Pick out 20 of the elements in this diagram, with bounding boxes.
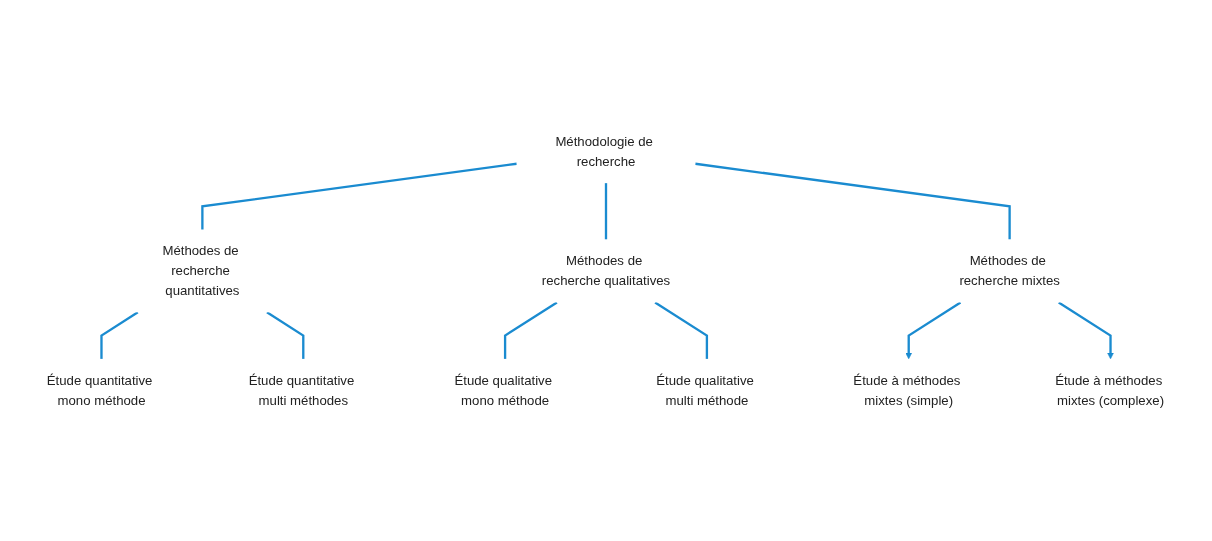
arrow xyxy=(905,300,962,359)
connector xyxy=(503,300,558,359)
connector xyxy=(266,310,305,359)
node-text: Étude à méthodes mixtes (simple) xyxy=(853,372,961,407)
connector xyxy=(100,310,139,359)
node-text: Méthodologie de recherche xyxy=(555,133,653,169)
diagram: Méthodologie de recherche Méthodes de recherche quantitatives Méthodes de recherche qualitatives Méthodes de recherche mixtes Étude quantitative mono méthode Étude quantitative multi méthodes Étude qualitative mono méthode Étude qualitative multi méthode Étude à méthodes mixtes (simple) Étude à méthodes mixtes (complexe) xyxy=(6,113,1206,428)
node-text: Étude quantitative multi méthodes xyxy=(248,372,355,407)
connector xyxy=(695,162,1011,240)
connector xyxy=(604,182,608,240)
node-text: Méthodes de recherche quantitatives xyxy=(162,243,240,298)
connector xyxy=(654,300,709,359)
node-text: Méthodes de recherche mixtes xyxy=(959,253,1060,288)
node-text: Étude qualitative multi méthode xyxy=(656,372,754,407)
node-text: Étude à méthodes mixtes (complexe) xyxy=(1055,372,1165,407)
node-text: Étude qualitative mono méthode xyxy=(454,372,553,407)
node-text: Méthodes de recherche qualitatives xyxy=(541,253,671,288)
connector xyxy=(201,162,517,230)
node-text: Étude quantitative mono méthode xyxy=(46,372,153,407)
arrow xyxy=(1058,300,1114,359)
